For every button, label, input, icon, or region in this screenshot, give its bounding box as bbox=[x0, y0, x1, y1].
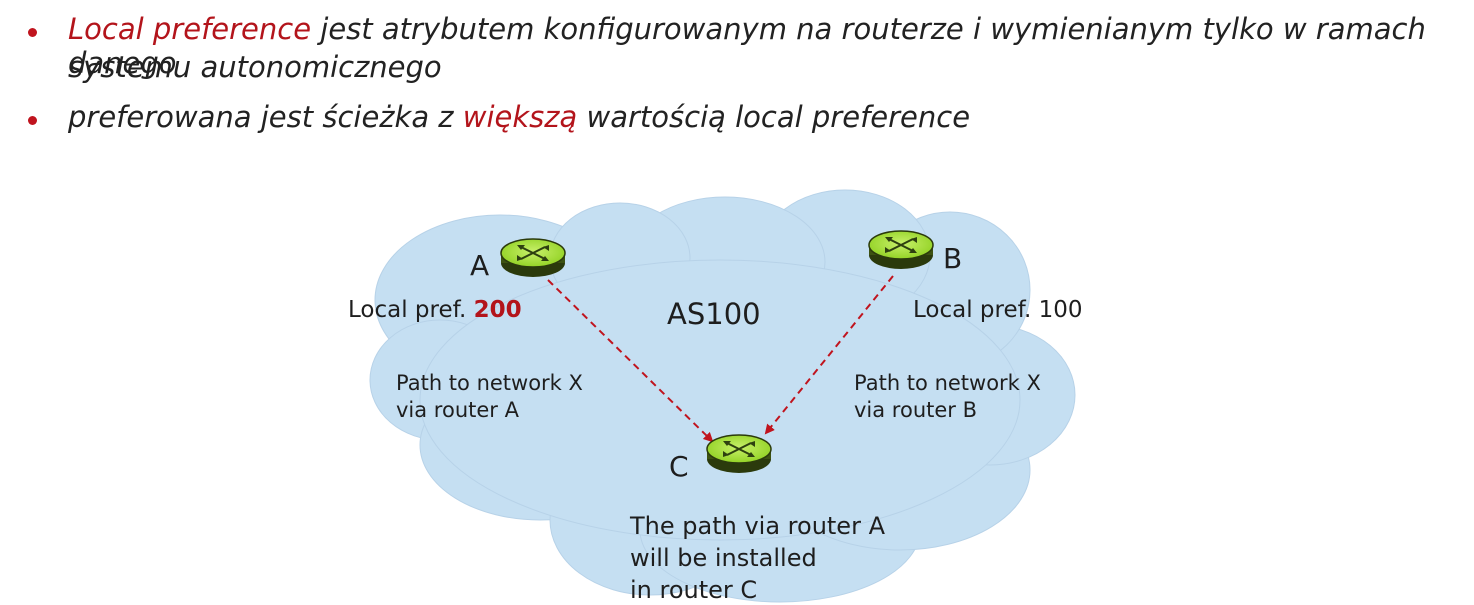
local-preference-term: Local preference bbox=[68, 12, 312, 46]
bullet-2-highlight: większą bbox=[462, 100, 578, 134]
bullet-2-after: wartością local preference bbox=[586, 100, 971, 134]
path-b-line-2: via router B bbox=[854, 398, 977, 422]
bullet-dot bbox=[28, 116, 37, 125]
bullet-1-line-1: Local preference jest atrybutem konfigur… bbox=[68, 12, 1474, 80]
local-pref-a-prefix: Local pref. bbox=[348, 297, 474, 323]
as-label: AS100 bbox=[667, 297, 761, 331]
path-a-arrow bbox=[547, 279, 714, 443]
conclusion-line-3: in router C bbox=[630, 576, 757, 604]
local-pref-a-value: 200 bbox=[474, 297, 522, 323]
router-a-label: A bbox=[470, 249, 489, 282]
bullet-2: preferowana jest ścieżka z większą warto… bbox=[68, 100, 970, 134]
conclusion-line-1: The path via router A bbox=[629, 512, 886, 540]
cloud-as100 bbox=[369, 189, 1076, 603]
bullet-dot bbox=[28, 28, 37, 37]
path-b-arrow bbox=[764, 275, 894, 435]
bullet-1-line-2: systemu autonomicznego bbox=[68, 50, 442, 84]
local-pref-a: Local pref. 200 bbox=[348, 297, 522, 323]
path-b-line-1: Path to network X bbox=[854, 371, 1041, 395]
path-a-line-1: Path to network X bbox=[396, 371, 583, 395]
router-c-icon bbox=[706, 434, 772, 474]
path-a-line-2: via router A bbox=[396, 398, 520, 422]
router-a-icon bbox=[500, 238, 566, 278]
router-b-icon bbox=[868, 230, 934, 270]
bullet-1-text: jest atrybutem konfigurowanym na routerz… bbox=[68, 12, 1426, 80]
router-c-label: C bbox=[669, 450, 689, 483]
local-pref-b: Local pref. 100 bbox=[913, 297, 1083, 323]
bullet-2-before: preferowana jest ścieżka z bbox=[68, 100, 454, 134]
conclusion-line-2: will be installed bbox=[630, 544, 817, 572]
router-b-label: B bbox=[943, 242, 962, 275]
